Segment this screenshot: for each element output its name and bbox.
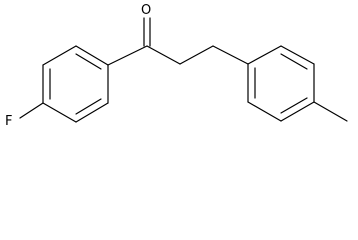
oxygen-atom-label: O (140, 3, 153, 18)
methylphenyl-ring (247, 45, 315, 122)
fluorine-atom-label: F (4, 114, 14, 129)
chain-bond-1 (146, 45, 181, 65)
chain-bond-3 (212, 45, 249, 65)
fluorophenyl-ring (42, 45, 109, 123)
chain-bond-2 (179, 45, 214, 65)
carbon-fluorine-bond (19, 102, 44, 119)
methyl-bond (313, 101, 348, 122)
chemical-structure-diagram: O F (4, 3, 348, 129)
molecule-skeleton (19, 17, 348, 123)
carbonyl-to-fluorophenyl-bond (107, 45, 148, 66)
